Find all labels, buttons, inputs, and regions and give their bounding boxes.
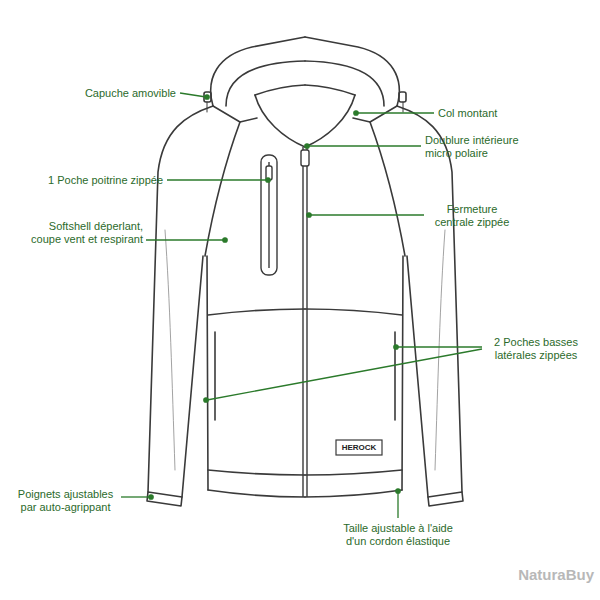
callout-label: Col montant (438, 107, 538, 120)
callout-label: Softshell déperlant, coupe vent et respi… (30, 220, 143, 246)
callout-label: Taille ajustable à l'aide d'un cordon él… (334, 522, 462, 548)
watermark: NaturaBuy (500, 566, 594, 584)
chest-pocket (261, 155, 277, 275)
zipper (301, 147, 309, 497)
brand-tag-text: HEROCK (336, 441, 382, 454)
callout-label: Doublure intérieure micro polaire (425, 134, 533, 160)
brand-tag (336, 440, 382, 455)
callout-label: Capuche amovible (40, 87, 176, 100)
callout-label: 1 Poche poitrine zippée (5, 174, 163, 187)
callout-label: Poignets ajustables par auto-agrippant (12, 488, 119, 514)
callout-label: Fermeture centrale zippée (428, 203, 516, 229)
jacket-left-half (147, 37, 305, 506)
callout-label: 2 Poches basses latérales zippées (487, 336, 585, 362)
